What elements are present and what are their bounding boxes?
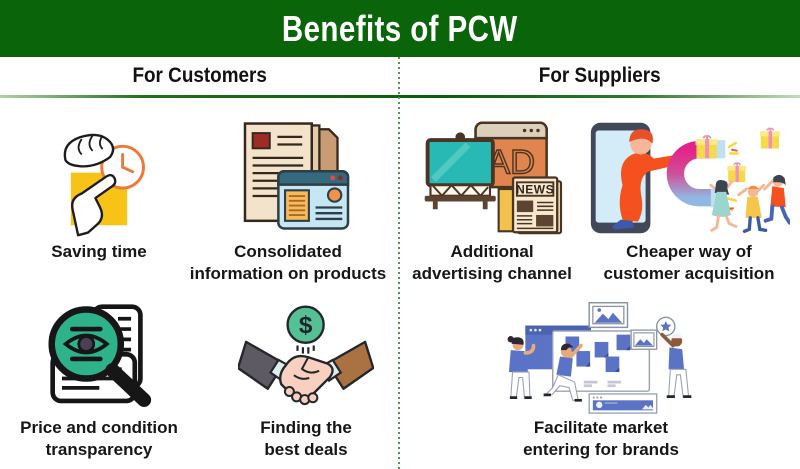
- column-title-customers-label: For Customers: [132, 64, 268, 87]
- benefit-label: Saving time: [51, 242, 147, 261]
- benefit-advertising-channel: AD NEWS Additional advertising channel: [403, 110, 581, 285]
- magnet-phone-people-icon: [591, 122, 790, 234]
- column-title-customers: For Customers: [0, 57, 400, 95]
- benefit-consolidated-information: Consolidated information on products: [188, 110, 388, 285]
- benefit-market-entering: Facilitate market entering for brands: [486, 298, 716, 461]
- benefit-label: Cheaper way of customer acquisition: [603, 242, 775, 283]
- benefit-label: Additional advertising channel: [412, 242, 572, 283]
- benefit-label: Facilitate market entering for brands: [523, 418, 679, 459]
- ad-news-billboard-icon: AD NEWS: [424, 121, 562, 235]
- acquisition-icon-box: [583, 110, 795, 238]
- benefit-best-deals: $ Finding the best deals: [222, 298, 390, 461]
- column-title-suppliers-label: For Suppliers: [539, 64, 661, 87]
- documents-browser-icon: [243, 122, 349, 230]
- handshake-dollar-icon: $: [238, 305, 374, 406]
- column-headers: For Customers For Suppliers: [0, 57, 800, 95]
- dollar-text: $: [299, 312, 313, 339]
- magnifier-eye-document-icon: [48, 304, 151, 407]
- advertising-icon-box: AD NEWS: [403, 110, 581, 238]
- benefit-customer-acquisition: Cheaper way of customer acquisition: [583, 110, 795, 285]
- news-text: NEWS: [516, 182, 554, 196]
- benefit-price-transparency: Price and condition transparency: [4, 298, 194, 461]
- benefit-label: Finding the best deals: [260, 418, 352, 459]
- page-title: Benefits of PCW: [282, 7, 518, 49]
- benefit-label: Price and condition transparency: [20, 418, 178, 459]
- deals-icon-box: $: [222, 298, 390, 414]
- benefit-label: Consolidated information on products: [189, 242, 387, 283]
- hand-clock-icon: [63, 133, 145, 237]
- transparency-icon-box: [4, 298, 194, 414]
- column-title-suppliers: For Suppliers: [400, 57, 800, 95]
- column-divider-dotted: [398, 57, 400, 469]
- consolidated-icon-box: [188, 110, 388, 238]
- title-banner: Benefits of PCW: [0, 0, 800, 57]
- benefit-saving-time: Saving time: [10, 110, 188, 263]
- market-icon-box: [486, 298, 716, 414]
- horizontal-divider: [0, 95, 800, 98]
- saving-time-icon-box: [10, 110, 188, 238]
- team-browser-boards-icon: [507, 302, 692, 414]
